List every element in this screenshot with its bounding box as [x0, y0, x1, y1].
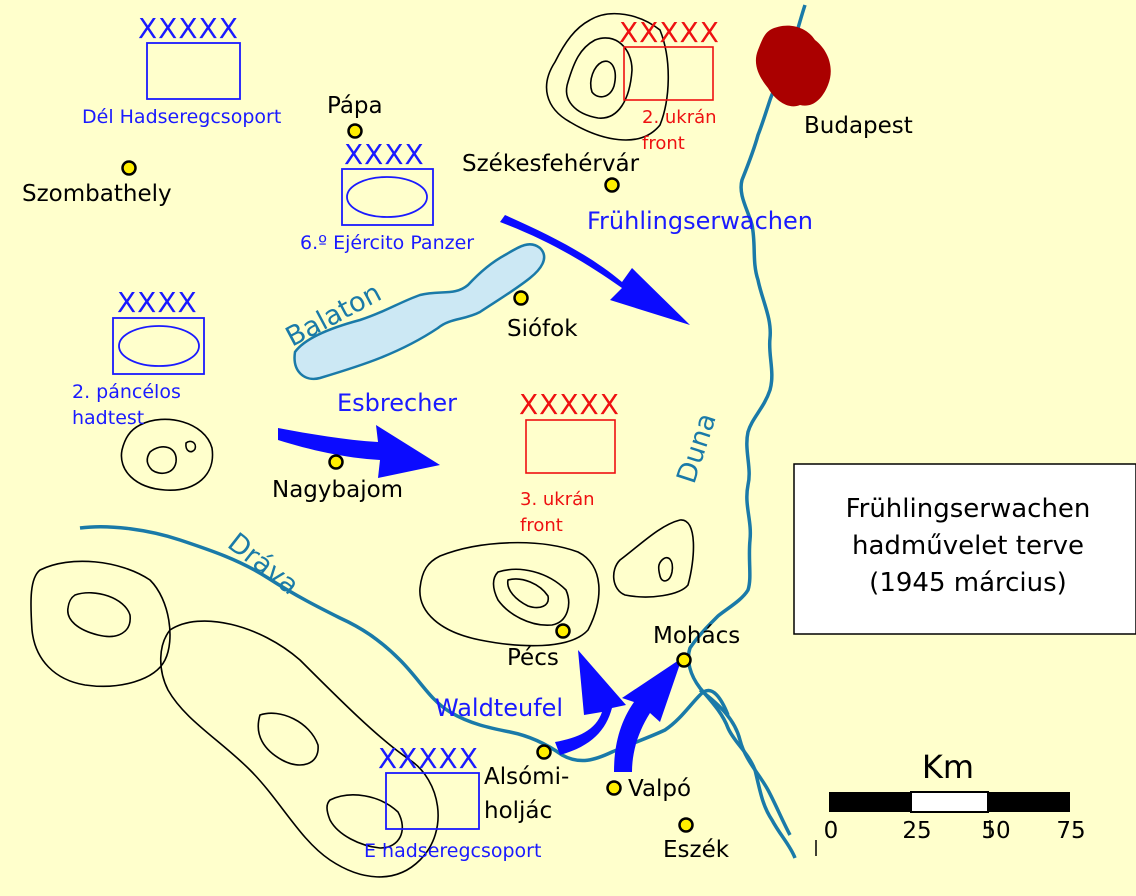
- city-marker-pecs: [555, 623, 571, 639]
- unit-label: E hadseregcsoport: [364, 840, 541, 862]
- water-label-duna: Duna: [671, 410, 723, 488]
- unit-e-hadseregcsoport: XXXXX E hadseregcsoport: [364, 742, 541, 862]
- city-marker-eszek: [678, 817, 694, 833]
- unit-ukran-3: XXXXX 3. ukrán front: [519, 388, 620, 536]
- scale-tick-label: 50: [981, 818, 1010, 844]
- city-label-pecs: Pécs: [507, 645, 559, 671]
- title-box-frame: [793, 463, 1136, 635]
- unit-box: [112, 317, 205, 375]
- city-marker-szombathely: [121, 160, 137, 176]
- unit-symbol: XXXXX: [378, 742, 479, 775]
- lake-balaton: [293, 243, 546, 381]
- scale-segment-2: [910, 791, 989, 813]
- city-marker-valpo: [606, 780, 622, 796]
- arrow-fruhlingserwachen: [500, 215, 690, 325]
- river-duna: [686, 4, 807, 859]
- unit-box: [146, 42, 241, 100]
- unit-box: [623, 46, 714, 101]
- water-label-drava: Dráva: [222, 527, 305, 601]
- budapest-area: [755, 25, 831, 107]
- scale-segment-1: [829, 792, 911, 812]
- attack-arrows: [278, 215, 690, 772]
- arrow-valpo-mohacs: [614, 658, 682, 772]
- unit-label: 2. páncélos: [72, 381, 181, 403]
- armor-symbol: [346, 176, 428, 218]
- scale-unit-label: Km: [922, 748, 974, 786]
- city-label-siofok: Siófok: [507, 316, 578, 342]
- arrow-esbrecher: [278, 425, 440, 478]
- unit-symbol: XXXXX: [619, 16, 720, 49]
- river-drava: [79, 525, 730, 763]
- operation-label-fruhlingserwachen: Frühlingserwachen: [587, 207, 813, 235]
- city-marker-siofok: [513, 290, 529, 306]
- unit-pancelos-2: XXXX 2. páncélos hadtest: [72, 286, 205, 429]
- city-label-alsomiholjac-1: Alsómi-: [484, 764, 569, 790]
- scale-bar: Km 0 25 50 75: [815, 748, 1086, 856]
- city-label-mohacs: Mohács: [653, 623, 740, 649]
- operation-label-esbrecher: Esbrecher: [337, 389, 457, 417]
- title-line-1: Frühlingserwachen: [846, 494, 1091, 524]
- arrow-waldteufel: [555, 650, 626, 755]
- city-label-papa: Pápa: [327, 93, 383, 119]
- unit-label: 6.º Ejército Panzer: [300, 232, 474, 254]
- unit-symbol: XXXXX: [138, 12, 239, 45]
- city-label-szekesfehervar: Székesfehérvár: [462, 151, 640, 177]
- unit-symbol: XXXX: [344, 138, 425, 171]
- unit-del-hadseregcsoport: XXXXX Dél Hadseregcsoport: [82, 12, 281, 128]
- unit-label: front: [642, 133, 685, 154]
- city-marker-alsomiholjac: [536, 744, 552, 760]
- city-label-nagybajom: Nagybajom: [272, 477, 403, 503]
- unit-label: Dél Hadseregcsoport: [82, 106, 281, 128]
- city-label-valpo: Valpó: [628, 776, 691, 802]
- city-label-eszek: Eszék: [663, 837, 730, 863]
- unit-symbol: XXXX: [117, 286, 198, 319]
- unit-label: front: [520, 515, 563, 536]
- scale-tick-label: 25: [902, 818, 931, 844]
- city-marker-szekesfehervar: [604, 177, 620, 193]
- city-marker-nagybajom: [328, 454, 344, 470]
- scale-tick-label: 75: [1056, 818, 1085, 844]
- scale-tick-label: 0: [824, 818, 839, 844]
- unit-box: [341, 168, 434, 226]
- city-label-budapest: Budapest: [804, 113, 913, 139]
- operation-label-waldteufel: Waldteufel: [435, 694, 563, 722]
- city-marker-mohacs: [676, 652, 692, 668]
- unit-box: [385, 772, 480, 830]
- title-line-2: hadművelet terve: [852, 531, 1084, 561]
- city-labels: Budapest Pápa Székesfehérvár Szombathely…: [22, 93, 913, 863]
- city-markers: [121, 123, 694, 833]
- title-box: Frühlingserwachen hadművelet terve (1945…: [793, 463, 1136, 635]
- unit-label: 3. ukrán: [520, 489, 595, 510]
- river-tributary: [698, 688, 792, 836]
- rivers: [79, 4, 807, 859]
- scale-segment-3: [988, 792, 1070, 812]
- unit-ukran-2: XXXXX 2. ukrán front: [619, 16, 720, 154]
- city-label-szombathely: Szombathely: [22, 181, 172, 207]
- terrain-contours: [30, 12, 695, 878]
- armor-symbol: [118, 325, 200, 367]
- unit-box: [525, 419, 616, 474]
- unit-label: hadtest: [72, 407, 144, 429]
- unit-symbol: XXXXX: [519, 388, 620, 421]
- unit-panzer-6: XXXX 6.º Ejército Panzer: [300, 138, 474, 254]
- city-marker-papa: [347, 123, 363, 139]
- unit-label: 2. ukrán: [642, 107, 717, 128]
- title-line-3: (1945 március): [869, 568, 1067, 598]
- city-label-alsomiholjac-2: holjác: [484, 798, 552, 824]
